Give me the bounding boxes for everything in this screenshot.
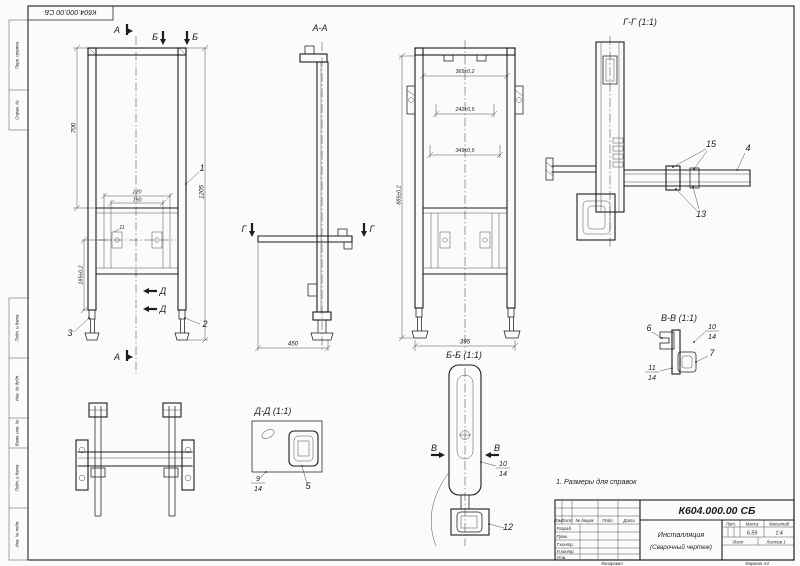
tb-row-tkontr: Т.контр. [557,542,574,547]
margin-pd2: Подп. и дата [15,464,20,492]
label-gg: Г-Г (1:1) [623,17,657,27]
dim-185: 185±0,2 [79,265,85,284]
tb-lit-label: Лит. [725,522,736,527]
margin-sprav: Справ. № [15,100,20,120]
label-dd: Д-Д (1:1) [254,406,292,416]
section-mark-g-left: Г [242,224,248,234]
tb-title-line1: Инсталляция [658,530,705,539]
section-mark-g-right: Г [370,224,376,234]
tb-mass-value: 6,59 [747,531,757,537]
sheet-frame [27,5,795,561]
tb-header-list: Лист [560,518,572,523]
corner-stamp: К604.000.00 СБ [27,5,114,21]
view-plate: В В 10 14 12 [430,364,513,547]
section-mark-v-right: В [494,443,500,453]
label-bb: Б-Б (1:1) [446,350,482,360]
section-mark-b-right: Б [192,32,198,42]
tb-header-podp: Подп. [602,518,613,523]
callout-15: 15 [706,139,717,149]
tb-header-data: Дата [622,518,635,523]
corner-stamp-text: К604.000.00 СБ [44,8,96,17]
margin-podl: Инв. № подл. [15,521,20,548]
margin-pd1: Подп. и дата [15,314,20,342]
tb-row-razrab: Разраб. [557,526,573,531]
callout-14b: 14 [648,373,656,382]
callout-13: 13 [696,209,706,219]
dim-220: 220 [132,190,142,196]
callout-9: 9 [256,474,260,483]
dim-450: 450 [288,341,299,348]
callout-14: 14 [499,469,507,478]
label-aa: А-А [311,23,327,33]
view-section-gg: Г-Г (1:1) 15 4 [545,17,751,248]
tb-scale-label: Масштаб [769,522,790,527]
tb-row-utv: Утв. [557,555,567,560]
tb-sheet-label: Лист [731,540,743,545]
callout-14: 14 [254,484,262,493]
drawing-note: 1. Размеры для справок [556,477,637,486]
dim-190: 190 [133,198,142,204]
callout-2: 2 [201,319,207,329]
section-mark-d-bottom: Д [159,304,167,314]
view-section-aa: А-А Г Г 450 [242,23,376,352]
tb-sheets-label: Листов 1 [765,540,786,545]
callout-6: 6 [646,323,651,333]
callout-5: 5 [305,481,311,491]
section-mark-d-top: Д [159,286,167,296]
dim-885: 885±0,2 [397,185,403,204]
dim-1205: 1205 [199,185,206,200]
view-front-main: 700 185±0,2 1205 220 190 11 А А Б [67,24,209,374]
label-vv: В-В (1:1) [661,313,697,323]
dim-349: 349±0,5 [455,148,474,154]
margin-perv: Перв. примен. [15,41,20,70]
tb-row-nkontr: Н.контр. [557,549,575,554]
section-mark-a-bottom: А [113,352,120,362]
tb-scale-value: 1:4 [775,531,782,537]
section-mark-b-left: Б [152,32,158,42]
view-bottom-bracket [75,402,195,517]
callout-7: 7 [709,348,715,358]
dim-395: 395 [460,339,471,346]
format-label: Формат А3 [745,561,769,566]
tb-header-doc: № докум. [576,518,595,523]
margin-dubl: Инв. № дубл. [15,375,20,401]
tb-title-line2: (Сварочный чертеж) [650,543,712,551]
callout-10: 10 [708,322,716,331]
callout-12: 12 [503,522,513,532]
section-mark-a-top: А [113,25,120,35]
callout-3: 3 [67,328,72,338]
section-mark-v-left: В [431,443,437,453]
view-section-vv: В-В (1:1) 6 10 14 7 11 14 [645,313,719,382]
view-section-dd: Д-Д (1:1) 9 14 5 [251,406,323,493]
margin-fields: Перв. примен. Справ. № Подп. и дата Инв.… [8,19,29,561]
margin-vzam: Взам. инв. № [15,419,20,446]
callout-14a: 14 [708,332,716,341]
tb-doc-number: К604.000.00 СБ [679,505,757,517]
callout-11: 11 [648,363,655,372]
title-block: Изм. Лист № докум. Подп. Дата Разраб. Пр… [554,499,795,561]
dim-700: 700 [71,122,78,133]
callout-10: 10 [499,459,507,468]
dim-242: 242±0,5 [454,107,474,113]
tb-mass-label: Масса [746,522,759,527]
callout-4: 4 [745,143,750,153]
kopiroval-label: Копировал [601,561,623,566]
callout-1: 1 [199,163,204,173]
dim-11: 11 [119,225,125,231]
dim-365: 365±0,2 [455,69,474,75]
tb-row-prov: Пров. [557,534,568,539]
view-section-bb: 365±0,2 242±0,5 349±0,5 885±0,2 395 Б-Б … [397,40,524,360]
tb-header-izm: Изм. [554,518,563,523]
